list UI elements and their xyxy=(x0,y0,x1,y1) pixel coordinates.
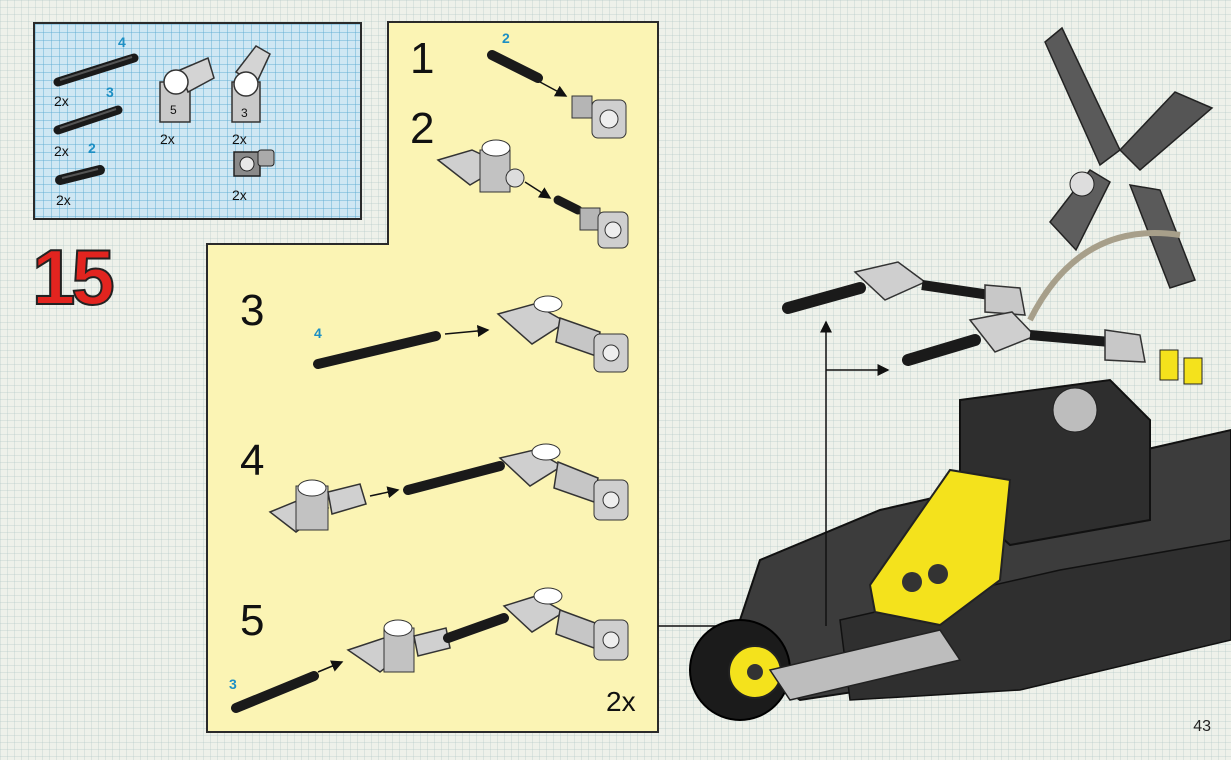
substep-number: 5 xyxy=(240,596,265,645)
axle-4-icon xyxy=(53,53,139,87)
angle-connector-5-icon xyxy=(159,56,215,123)
axle-qty-label: 2x xyxy=(56,192,71,208)
rotor-blade-icon xyxy=(1128,184,1196,289)
substep-3-drawing xyxy=(313,295,629,373)
angle-number-label: 3 xyxy=(241,106,248,120)
axle-length-callout: 3 xyxy=(229,676,237,692)
axle-3-icon xyxy=(53,105,123,135)
parts-list-box xyxy=(33,22,362,220)
substep-1-drawing xyxy=(487,50,627,139)
rotor-blade-icon xyxy=(1044,26,1121,167)
page-number: 43 xyxy=(1193,718,1211,735)
axle-qty-label: 2x xyxy=(54,93,69,109)
connector-qty-label: 2x xyxy=(232,187,247,203)
step-number: 15 xyxy=(31,232,116,322)
substep-number: 1 xyxy=(410,34,435,83)
axle-qty-label: 2x xyxy=(54,143,69,159)
gear-icon xyxy=(1052,387,1098,433)
rotor-blade-icon xyxy=(1118,91,1214,172)
substep-number: 3 xyxy=(240,286,265,335)
axle-2-icon xyxy=(55,165,105,185)
axle-connector-icon xyxy=(233,149,275,177)
axle-length-label: 4 xyxy=(118,34,126,50)
substep-2-drawing xyxy=(436,139,629,249)
assembly-quantity: 2x xyxy=(606,686,636,717)
angle-connector-3-icon xyxy=(231,45,271,123)
substep-number: 4 xyxy=(240,436,265,485)
angle-number-label: 5 xyxy=(170,103,177,117)
angle-qty-label: 2x xyxy=(160,131,175,147)
axle-length-callout: 2 xyxy=(502,30,510,46)
substep-number: 2 xyxy=(410,104,435,153)
substep-5-drawing xyxy=(231,587,629,713)
substep-4-drawing xyxy=(268,443,629,533)
angle-qty-label: 2x xyxy=(232,131,247,147)
axle-length-callout: 4 xyxy=(314,325,322,341)
rotor-hub-icon xyxy=(1069,171,1095,197)
axle-length-label: 2 xyxy=(88,140,96,156)
axle-length-label: 3 xyxy=(106,84,114,100)
